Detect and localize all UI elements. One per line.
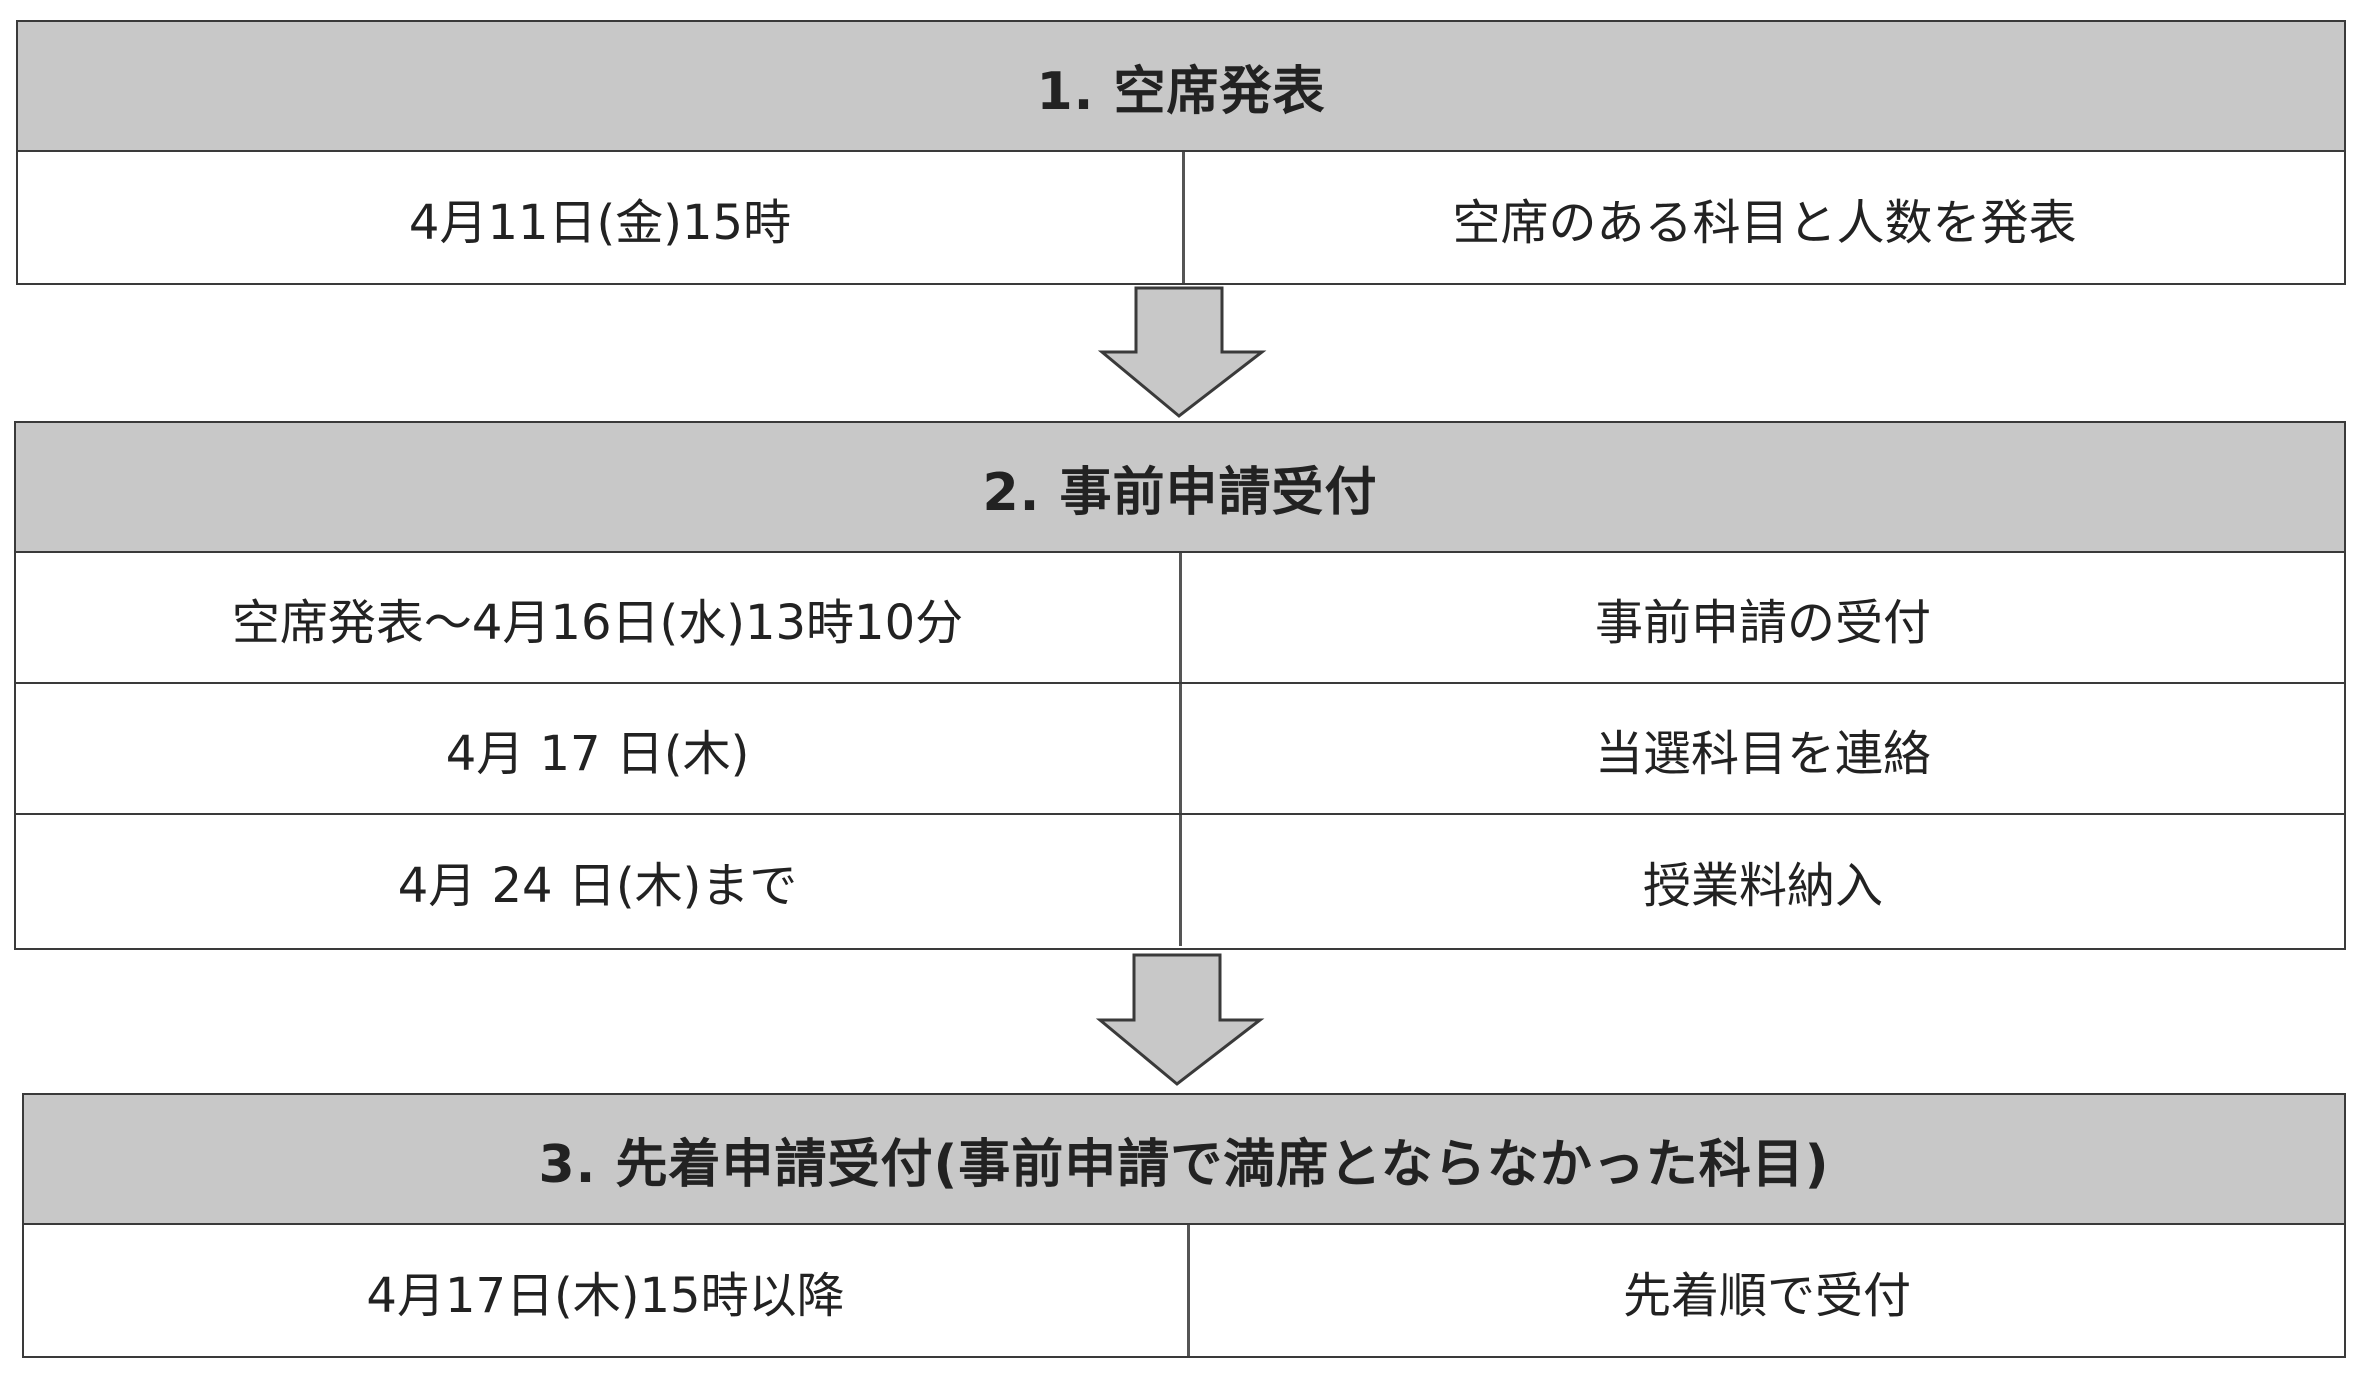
step-2-period: 4月 17 日(木): [16, 684, 1182, 813]
table-row: 空席発表～4月16日(水)13時10分 事前申請の受付: [16, 553, 2344, 684]
step-2-activity: 授業料納入: [1642, 857, 1883, 914]
table-row: 4月11日(金)15時 空席のある科目と人数を発表: [18, 152, 2344, 283]
step-1-box: 1. 空席発表 4月11日(金)15時 空席のある科目と人数を発表: [16, 20, 2346, 285]
table-row: 4月17日(木)15時以降 先着順で受付: [24, 1225, 2344, 1356]
step-3-title: 3. 先着申請受付(事前申請で満席とならなかった科目): [24, 1095, 2344, 1225]
step-1-description: 空席のある科目と人数を発表: [1452, 194, 2077, 251]
step-2-title: 2. 事前申請受付: [16, 423, 2344, 553]
down-arrow-icon: [1095, 953, 1265, 1086]
step-3-date: 4月17日(木)15時以降: [24, 1225, 1190, 1356]
step-1-date: 4月11日(金)15時: [18, 152, 1185, 283]
table-row: 4月 17 日(木) 当選科目を連絡: [16, 684, 2344, 815]
step-3-description: 先着順で受付: [1622, 1267, 1911, 1324]
step-3-box: 3. 先着申請受付(事前申請で満席とならなかった科目) 4月17日(木)15時以…: [22, 1093, 2346, 1358]
step-2-period: 4月 24 日(木)まで: [16, 815, 1182, 946]
table-row: 4月 24 日(木)まで 授業料納入: [16, 815, 2344, 946]
step-2-period: 空席発表～4月16日(水)13時10分: [16, 553, 1182, 682]
step-1-title: 1. 空席発表: [18, 22, 2344, 152]
step-2-box: 2. 事前申請受付 空席発表～4月16日(水)13時10分 事前申請の受付 4月…: [14, 421, 2346, 950]
step-2-activity: 当選科目を連絡: [1594, 725, 1931, 782]
step-2-activity: 事前申請の受付: [1594, 594, 1931, 651]
down-arrow-icon: [1097, 286, 1267, 418]
